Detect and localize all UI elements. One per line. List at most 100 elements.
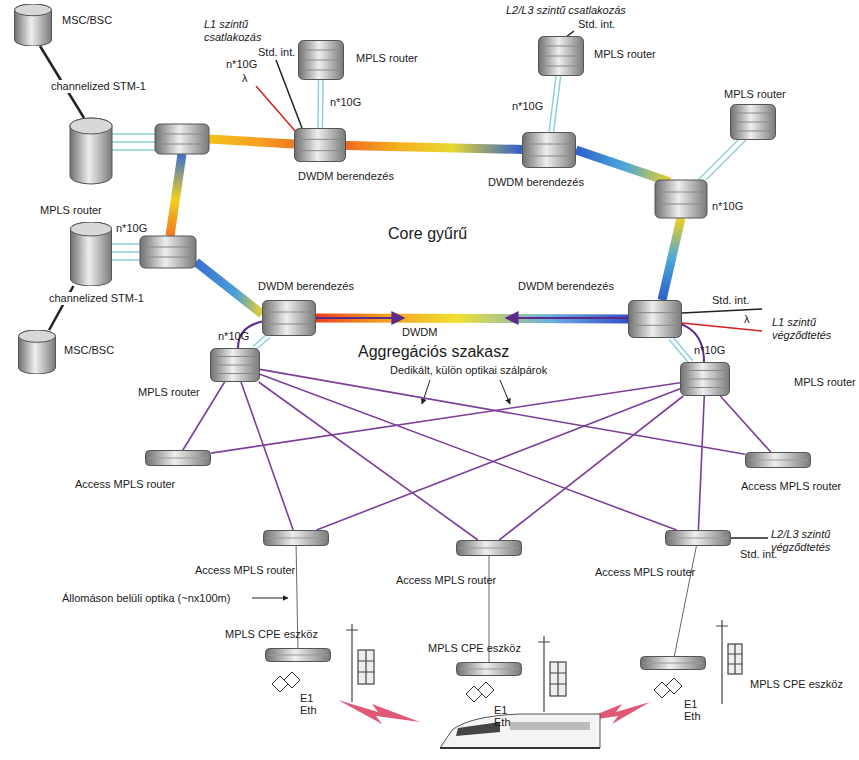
device-label: DWDM berendezés	[488, 176, 584, 189]
link-line	[259, 382, 478, 540]
device-label: MPLS CPE eszköz	[750, 678, 843, 691]
device-label: MPLS router	[794, 376, 856, 389]
link-line	[260, 374, 677, 530]
device-icon	[265, 648, 331, 662]
device-icon	[210, 348, 260, 382]
device-icon	[18, 330, 56, 374]
network-device: MPLS CPE eszköz	[640, 656, 706, 670]
annotation-label: n*10G	[218, 330, 249, 343]
network-device: DWDM berendezés	[628, 300, 682, 338]
annotation-label: Eth	[684, 710, 701, 723]
network-device: Access MPLS router	[145, 450, 211, 466]
annotation-label: Aggregációs szakasz	[358, 342, 509, 361]
device-icon	[263, 530, 329, 546]
device-label: MPLS CPE eszköz	[428, 642, 521, 655]
device-icon	[298, 40, 344, 80]
annotation-label: n*10G	[694, 344, 725, 357]
device-label: Access MPLS router	[396, 574, 496, 587]
annotation-label: λ	[744, 313, 750, 326]
annotation-label: channelized STM-1	[48, 292, 145, 305]
device-label: DWDM berendezés	[518, 280, 614, 293]
device-label: MSC/BSC	[62, 14, 112, 27]
network-device: MPLS router	[680, 362, 730, 396]
network-device: MPLS CPE eszköz	[456, 662, 522, 676]
network-device: MPLS CPE eszköz	[265, 648, 331, 662]
network-device: DWDM berendezés	[262, 300, 316, 336]
device-icon	[538, 36, 584, 76]
device-label: Access MPLS router	[75, 478, 175, 491]
network-device: Access MPLS router	[665, 530, 731, 546]
network-device: MPLS router	[70, 222, 112, 286]
device-label: MPLS router	[40, 204, 102, 217]
antenna-mast	[346, 620, 742, 712]
annotation-label: Eth	[300, 704, 317, 717]
link-line	[698, 396, 704, 530]
link-line	[241, 382, 293, 530]
annotation-label: n*10G	[512, 100, 543, 113]
lambda-line	[682, 323, 762, 331]
device-label: MSC/BSC	[64, 344, 114, 357]
device-icon	[522, 132, 576, 168]
network-device: MPLS router	[298, 40, 344, 80]
annotation-label: Std. int.	[712, 294, 749, 307]
annotation-label: E1	[494, 704, 507, 717]
annotation-label: n*10G	[712, 200, 743, 213]
train	[440, 714, 600, 748]
device-label: DWDM berendezés	[258, 280, 354, 293]
annotation-label: n*10G	[226, 58, 257, 71]
unlabelled-devices	[70, 118, 707, 268]
annotation-label: n*10G	[330, 96, 361, 109]
annotation-label: L1 szintű csatlakozás	[204, 18, 276, 44]
annotation-label: Állomáson belüli optika (~nx100m)	[62, 592, 230, 605]
device-icon	[745, 452, 811, 468]
network-device: MPLS router	[538, 36, 584, 76]
annotation-label: Dedikált, külön optikai szálpárok	[390, 364, 547, 377]
link-line	[346, 146, 522, 150]
link-line	[317, 389, 680, 530]
annotation-label: Eth	[494, 716, 511, 729]
link-line	[260, 369, 745, 454]
link-line	[255, 336, 269, 348]
annotation-label: L2/L3 szintű végződtetés	[771, 528, 855, 554]
network-device: DWDM berendezés	[294, 128, 346, 162]
network-device: MSC/BSC	[14, 4, 52, 46]
device-label: Access MPLS router	[741, 480, 841, 493]
std-int-line	[731, 537, 768, 539]
annotation-label: E1	[684, 698, 697, 711]
device-icon	[294, 128, 346, 162]
network-device: MPLS router	[730, 104, 776, 140]
annotation-label: E1	[300, 692, 313, 705]
device-icon	[628, 300, 682, 338]
network-device: Access MPLS router	[263, 530, 329, 546]
device-label: MPLS router	[724, 88, 786, 101]
link-line	[720, 396, 771, 452]
annotation-label: L2/L3 szintű csatlakozás	[506, 4, 626, 17]
device-label: Access MPLS router	[595, 566, 695, 579]
annotation-label: Std. int.	[578, 18, 615, 31]
device-icon	[456, 662, 522, 676]
network-device: Access MPLS router	[456, 540, 522, 556]
device-label: MPLS CPE eszköz	[225, 628, 318, 641]
network-device: MSC/BSC	[18, 330, 56, 374]
link-line	[551, 76, 558, 132]
link-line	[499, 396, 683, 540]
device-icon	[640, 656, 706, 670]
device-icon	[456, 540, 522, 556]
annotation-label: L1 szintű végződtetés	[772, 316, 852, 342]
device-icon	[262, 300, 316, 336]
annotation-label: Std. int.	[740, 548, 777, 561]
device-icon	[680, 362, 730, 396]
network-device: MPLS router	[210, 348, 260, 382]
annotation-label: DWDM	[402, 326, 437, 339]
device-label: MPLS router	[594, 48, 656, 61]
device-icon	[665, 530, 731, 546]
device-icon	[730, 104, 776, 140]
annotation-label: channelized STM-1	[50, 80, 147, 93]
link-line	[674, 546, 696, 656]
radio-symbol	[272, 672, 682, 702]
device-label: DWDM berendezés	[298, 170, 394, 183]
network-device: DWDM berendezés	[522, 132, 576, 168]
leader-arrow	[500, 380, 510, 404]
link-line	[320, 80, 322, 128]
